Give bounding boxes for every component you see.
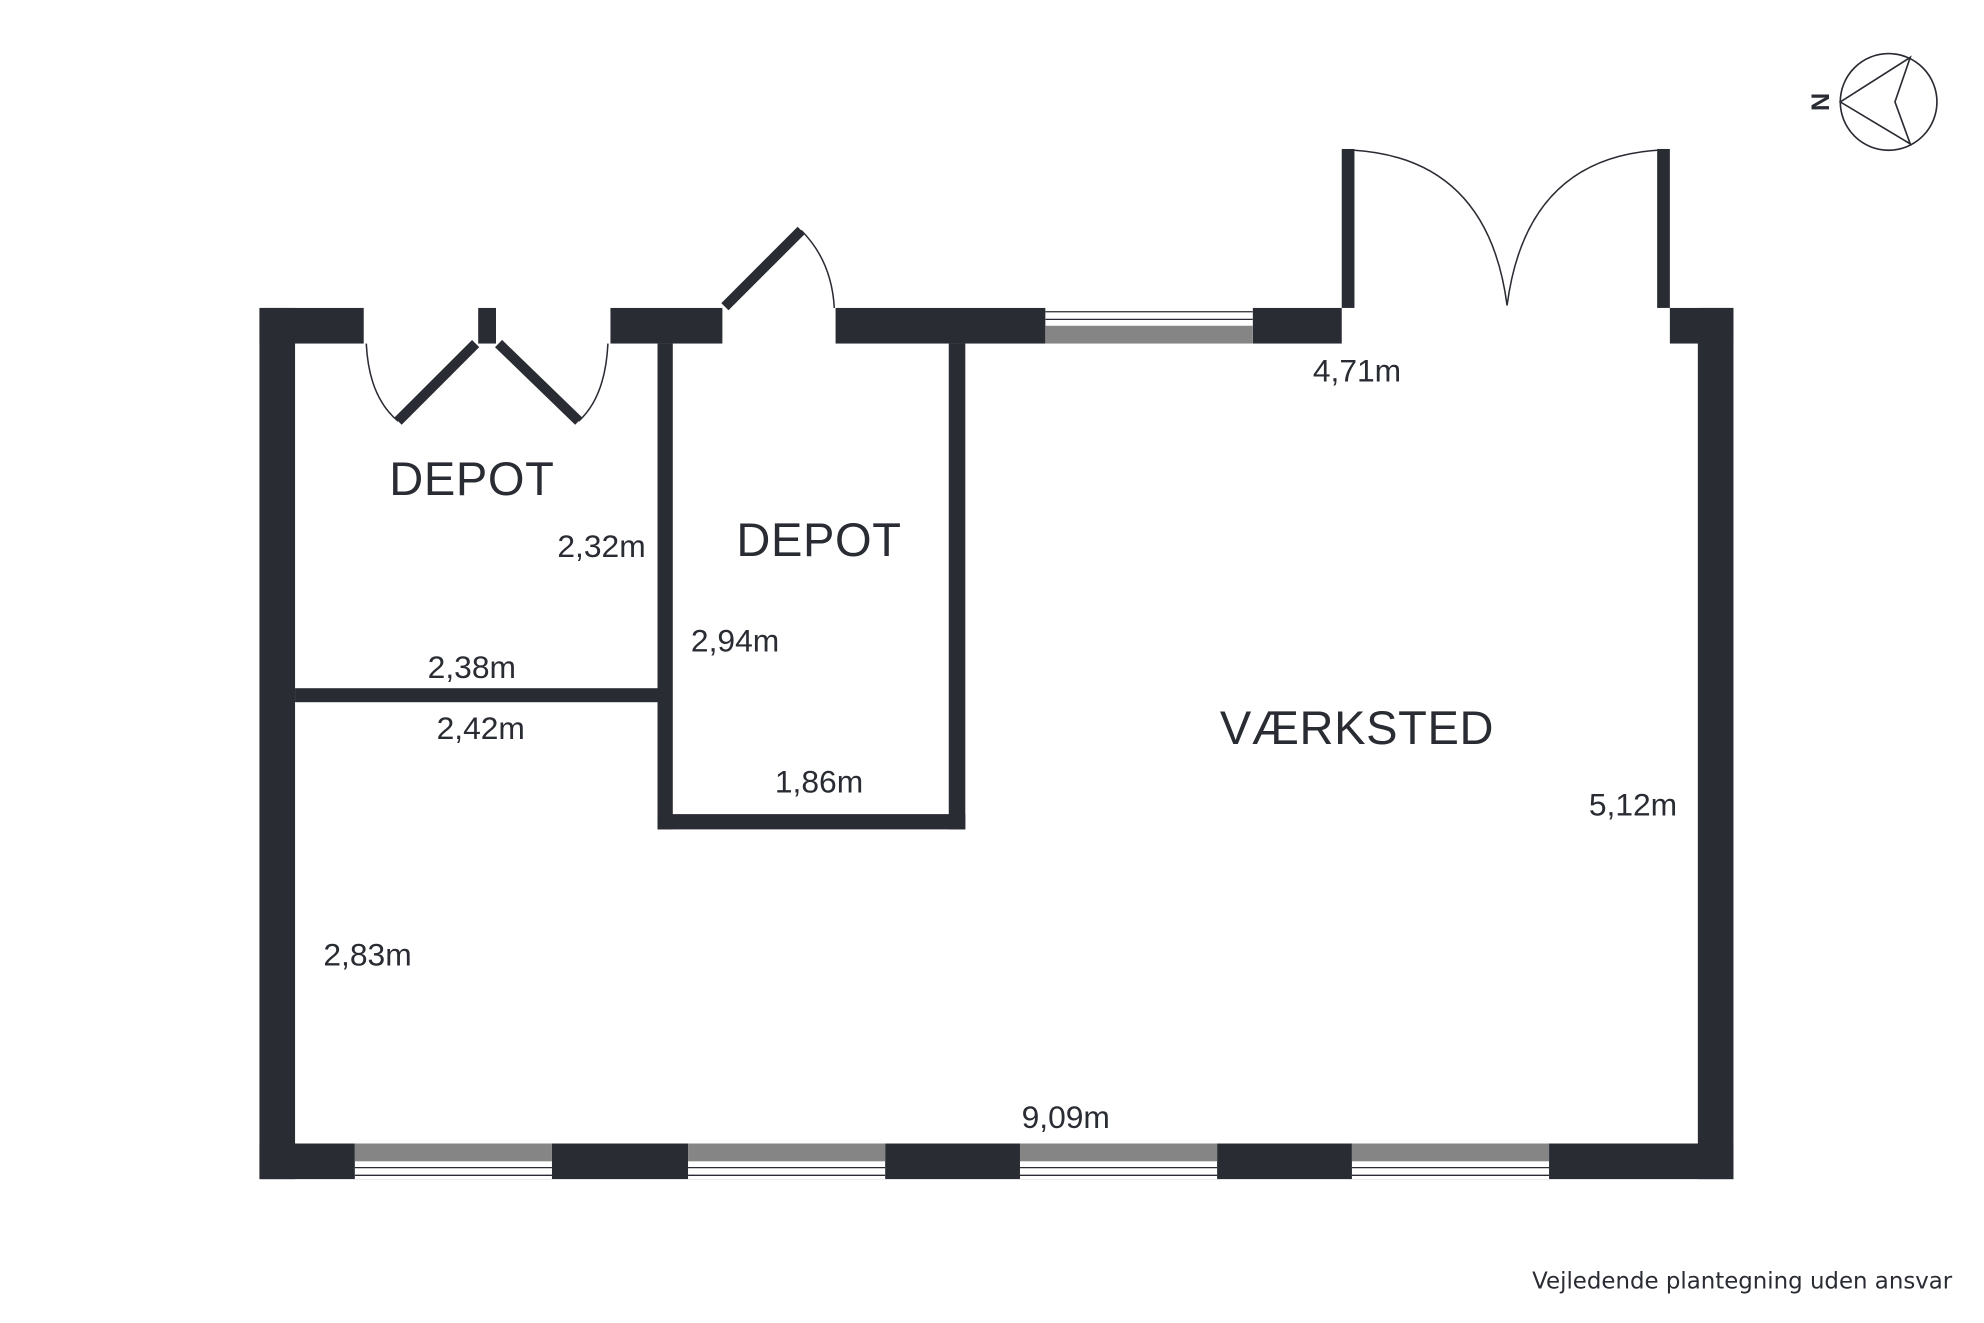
double-door-workshop — [1354, 149, 1658, 306]
window-bottom-4 — [1351, 1143, 1550, 1180]
dim-depot-left-width: 2,38m — [428, 649, 516, 685]
room-label-workshop: VÆRKSTED — [1220, 701, 1494, 754]
disclaimer-footer: Vejledende plantegning uden ansvar — [1532, 1268, 1953, 1294]
north-arrow-icon: N — [1807, 52, 1938, 152]
dim-depot-middle-width: 1,86m — [775, 763, 863, 799]
window-bottom-3 — [1019, 1143, 1218, 1180]
room-label-depot-middle: DEPOT — [736, 513, 901, 566]
window-bottom-1 — [354, 1143, 552, 1180]
dim-lower-left-height: 2,83m — [323, 936, 411, 972]
dim-depot-middle-height: 2,94m — [691, 622, 779, 658]
window-top — [1045, 307, 1253, 344]
door-depot-middle — [721, 226, 836, 311]
dim-total-width: 9,09m — [1022, 1099, 1110, 1135]
dim-depot-left-height: 2,32m — [557, 528, 645, 564]
door-depot-left — [365, 339, 609, 425]
dim-workshop-height: 5,12m — [1589, 786, 1677, 822]
dim-workshop-top: 4,71m — [1313, 353, 1401, 389]
room-label-depot-left: DEPOT — [389, 452, 554, 505]
compass-north-label: N — [1807, 93, 1835, 111]
dim-lower-width: 2,42m — [437, 710, 525, 746]
window-bottom-2 — [688, 1143, 886, 1180]
